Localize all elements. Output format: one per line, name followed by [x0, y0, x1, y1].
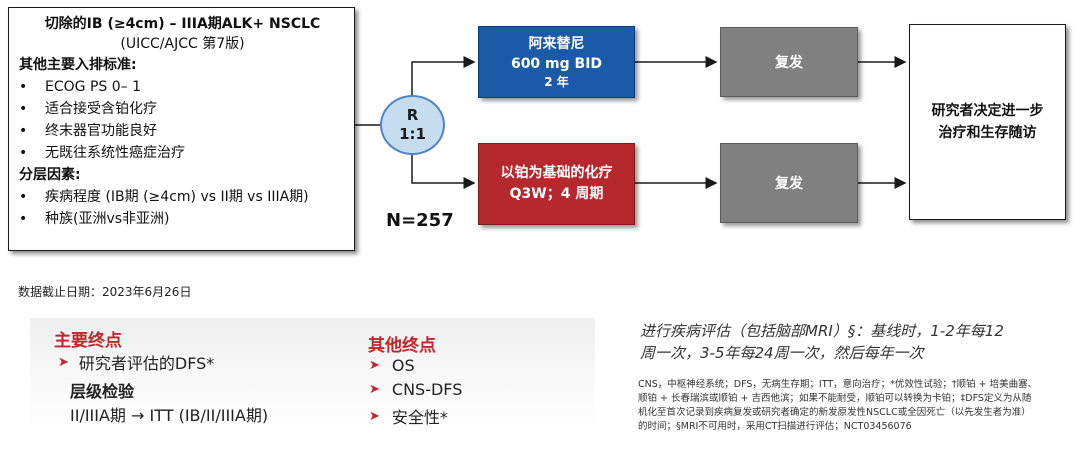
population-title: 切除的IB (≥4cm) – IIIA期ALK+ NSCLC: [44, 16, 321, 32]
arrow-bullet-icon: ➤: [58, 354, 69, 370]
follow-up-box: 研究者决定进一步 治疗和生存随访: [909, 24, 1066, 220]
data-cutoff-date: 数据截止日期：2023年6月26日: [18, 285, 192, 299]
sample-size-label: N=257: [386, 210, 454, 231]
other-endpoint-item: ➤ 安全性*: [369, 408, 448, 427]
randomization-ratio: 1:1: [399, 125, 426, 143]
follow-up-line-1: 研究者决定进一步: [931, 103, 1044, 119]
alectinib-arm-box: 阿来替尼 600 mg BID 2 年: [478, 26, 635, 98]
rand-to-alectinib-arrow: [411, 56, 476, 97]
primary-endpoint-title: 主要终点: [54, 331, 122, 351]
primary-endpoint-item: ➤ 研究者评估的DFS*: [58, 350, 214, 374]
randomization-label: R: [406, 106, 419, 124]
alectinib-duration: 2 年: [544, 75, 569, 89]
eligibility-criteria-box: 切除的IB (≥4cm) – IIIA期ALK+ NSCLC (UICC/AJC…: [8, 7, 355, 251]
chemo-arm-box: 以铂为基础的化疗 Q3W；4 周期: [478, 143, 635, 225]
other-endpoint-item: ➤ CNS-DFS: [369, 380, 463, 399]
inclusion-item: •无既往系统性癌症治疗: [19, 145, 185, 161]
chemo-regimen: 以铂为基础的化疗: [500, 165, 613, 181]
arrow-bullet-icon: ➤: [369, 408, 380, 424]
recurrence-box-chemo: 复发: [720, 143, 858, 223]
other-endpoint-item: ➤ OS: [369, 356, 415, 375]
randomization-node: R 1:1: [380, 95, 445, 155]
arrow-bullet-icon: ➤: [369, 358, 380, 373]
recurrence-box-alectinib: 复发: [720, 27, 858, 97]
inclusion-heading: 其他主要入排标准:: [19, 57, 137, 73]
stratification-heading: 分层因素:: [19, 167, 81, 183]
chemo-schedule: Q3W；4 周期: [509, 186, 604, 202]
inclusion-item: •终末器官功能良好: [19, 123, 157, 139]
abbreviations-footnote: CNS，中枢神经系统；DFS，无病生存期；ITT，意向治疗；*优效性试验；†顺铂…: [638, 379, 1038, 432]
alectinib-dose: 600 mg BID: [510, 56, 603, 72]
rand-to-chemo-arrow: [411, 153, 476, 189]
hierarchical-testing-text: II/IIIA期 → ITT (IB/II/IIIA期): [70, 406, 269, 425]
inclusion-item: •ECOG PS 0– 1: [19, 79, 141, 95]
endpoints-panel: [30, 318, 595, 438]
disease-assessment-note: 进行疾病评估（包括脑部MRI）§：基线时，1-2年每12 周一次，3-5年每24…: [640, 322, 1004, 362]
stratification-item: •疾病程度 (IB期 (≥4cm) vs II期 vs IIIA期): [19, 189, 309, 205]
stratification-item: •种族(亚洲vs非亚洲): [19, 211, 170, 227]
inclusion-item: •适合接受含铂化疗: [19, 101, 157, 117]
staging-edition: (UICC/AJCC 第7版): [120, 36, 245, 52]
alectinib-drug-name: 阿来替尼: [528, 36, 585, 52]
hierarchical-testing-title: 层级检验: [70, 382, 135, 401]
follow-up-line-2: 治疗和生存随访: [938, 125, 1037, 141]
other-endpoints-title: 其他终点: [368, 336, 436, 356]
arrow-bullet-icon: ➤: [369, 382, 380, 397]
primary-endpoint-text: 研究者评估的DFS*: [78, 354, 215, 373]
